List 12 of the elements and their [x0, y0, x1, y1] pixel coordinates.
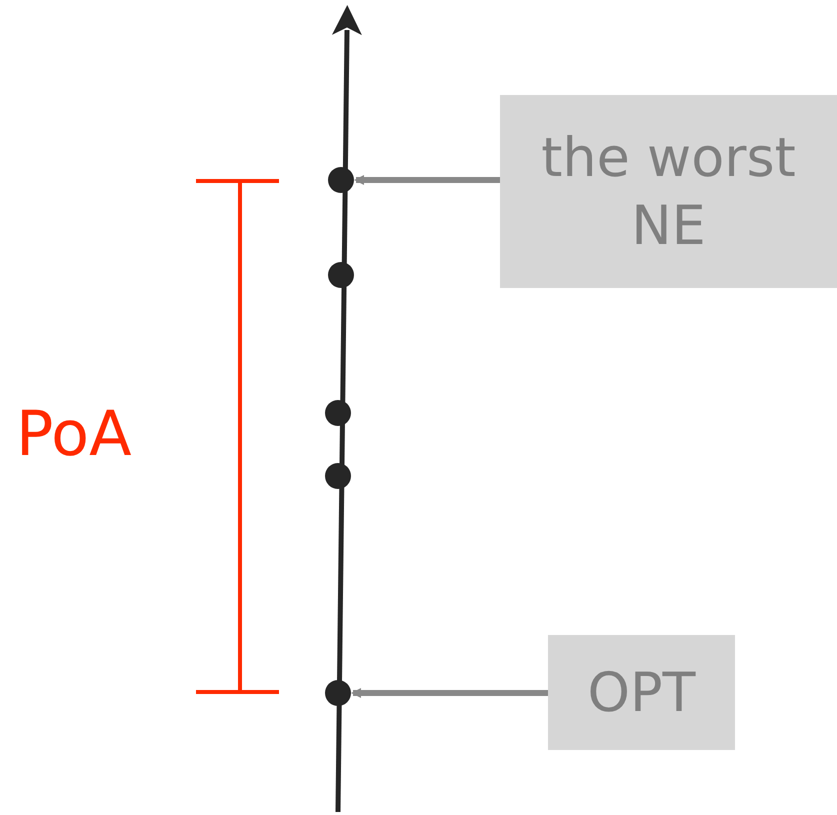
point-dot — [325, 463, 351, 489]
arrow — [351, 688, 548, 698]
point-dot — [325, 680, 351, 706]
point-dot — [328, 167, 354, 193]
arrow — [354, 175, 500, 185]
bracket-label: PoA — [16, 400, 132, 468]
label-box — [500, 95, 837, 288]
point-dot — [328, 262, 354, 288]
box-label: the worst NE — [540, 125, 797, 258]
label-box — [548, 635, 735, 750]
point-dot — [325, 400, 351, 426]
box-label: OPT — [587, 660, 696, 726]
